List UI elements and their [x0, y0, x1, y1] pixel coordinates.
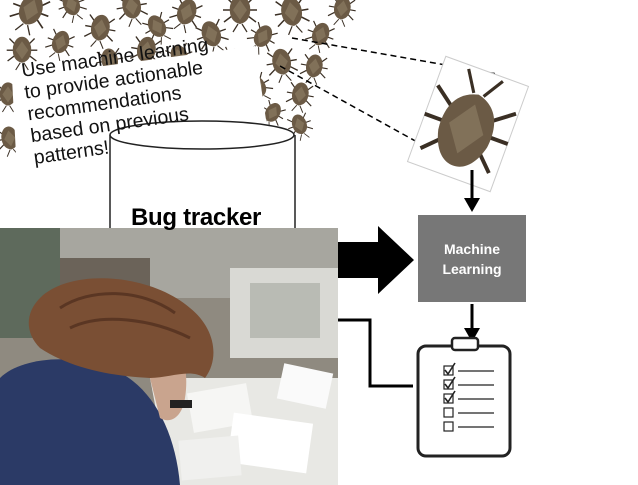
arrow-down-icon [464, 170, 480, 212]
bug-tracker-label: Bug tracker [131, 204, 262, 231]
bug-closeup [406, 55, 530, 193]
photo-illustration [0, 228, 338, 485]
checkbox-icon [443, 421, 494, 432]
machine-learning-box: Machine Learning [418, 215, 526, 302]
ml-label-line2: Learning [442, 260, 502, 277]
checkbox-icon [443, 376, 494, 390]
checkbox-icon [443, 390, 494, 404]
clipboard-icon [416, 336, 512, 458]
zoom-line-bottom [279, 65, 429, 149]
developer-hair [28, 278, 214, 378]
checkbox-icon [443, 362, 494, 376]
checklist [443, 362, 494, 432]
ml-label-line1: Machine [443, 240, 500, 257]
desk-papers [178, 363, 334, 481]
checkbox-icon [443, 407, 494, 418]
frustrated-developer-photo [0, 228, 338, 485]
arrow-down-icon [464, 304, 480, 342]
